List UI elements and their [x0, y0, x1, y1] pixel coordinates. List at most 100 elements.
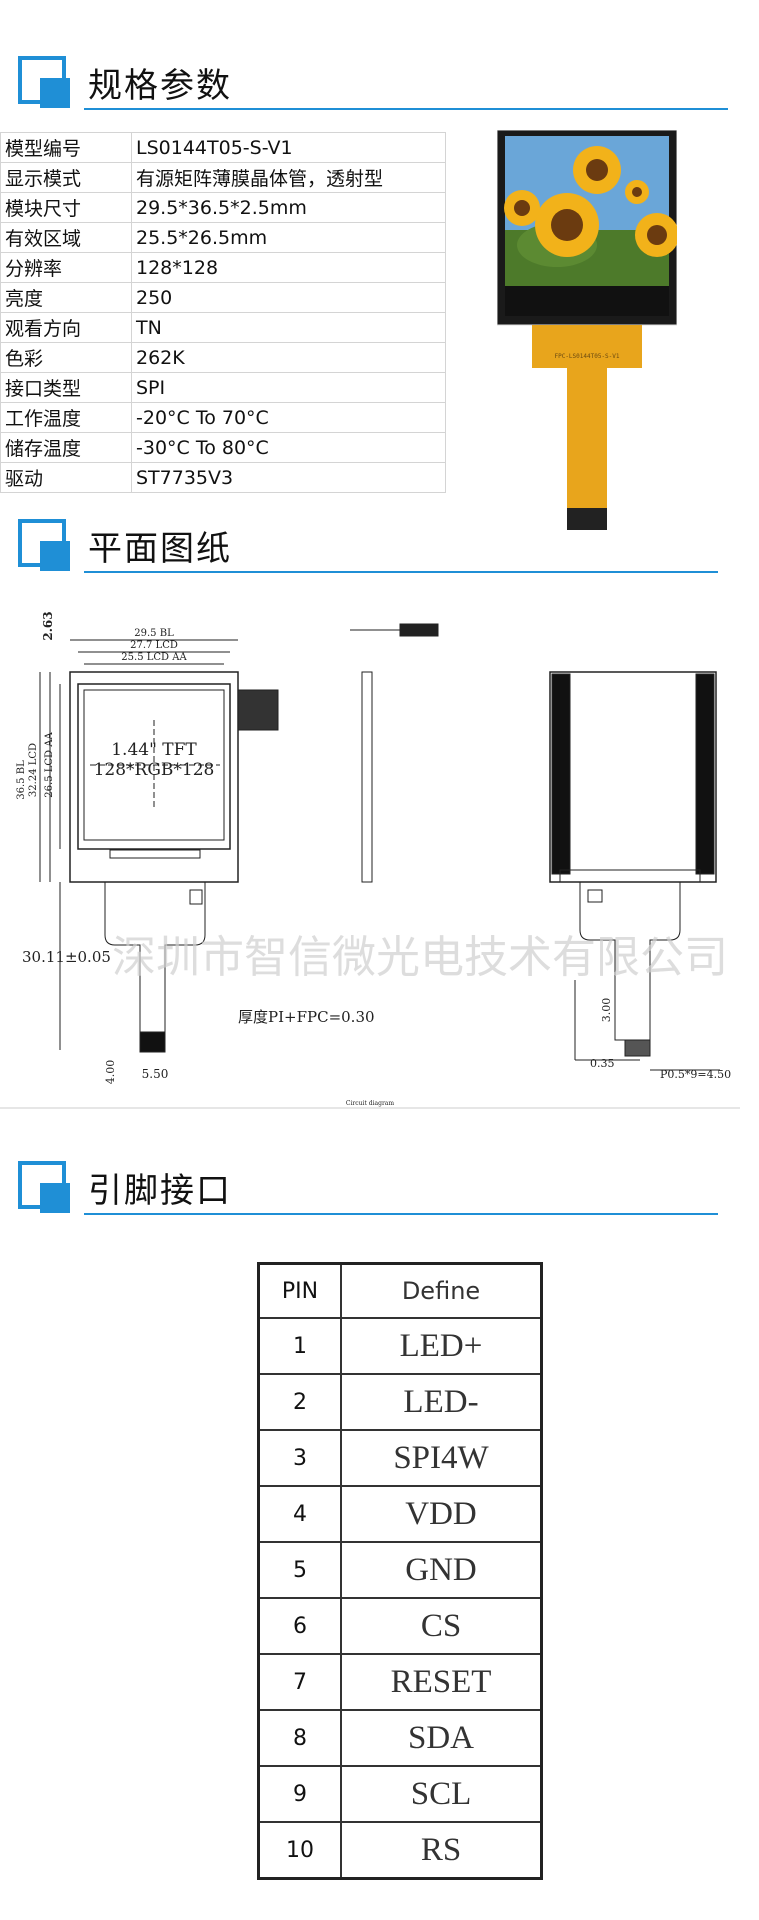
dim-bl-height: 36.5 BL: [16, 760, 27, 800]
pin-define: RESET: [340, 1653, 543, 1711]
pin-header-define: Define: [340, 1262, 543, 1319]
watermark: 深圳市智信微光电技术有限公司: [112, 932, 728, 983]
dim-thickness: 厚度PI+FPC=0.30: [238, 1008, 375, 1026]
pin-table-header: PIN Define: [257, 1262, 543, 1319]
spec-label: 色彩: [0, 342, 132, 373]
spec-row: 储存温度-30°C To 80°C: [0, 432, 446, 463]
fpc-label: FPC-LS0144T05-S-V1: [554, 353, 619, 360]
spec-value: 有源矩阵薄膜晶体管，透射型: [131, 162, 446, 193]
drawing-section-title: 平面图纸: [88, 529, 232, 569]
sunflower-top: [573, 146, 621, 194]
spec-value: ST7735V3: [131, 462, 446, 493]
spec-value: SPI: [131, 372, 446, 403]
spec-value: 250: [131, 282, 446, 313]
spec-label: 工作温度: [0, 402, 132, 433]
section-divider: [84, 1213, 718, 1215]
pin-number: 3: [257, 1429, 342, 1487]
spec-value: 128*128: [131, 252, 446, 283]
spec-value: 262K: [131, 342, 446, 373]
dim-pitch: P0.5*9=4.50: [660, 1068, 731, 1081]
spec-label: 有效区域: [0, 222, 132, 253]
dim-bl-width: 29.5 BL: [134, 628, 174, 639]
screen-resolution-label: 128*RGB*128: [94, 760, 215, 780]
section-square-icon: [18, 56, 70, 108]
pin-section-title: 引脚接口: [88, 1171, 232, 1211]
spec-value: 29.5*36.5*2.5mm: [131, 192, 446, 223]
spec-value: -30°C To 80°C: [131, 432, 446, 463]
pin-number: 7: [257, 1653, 342, 1711]
dim-aa-height: 26.5 LCD AA: [44, 732, 55, 798]
sunflower-big: [535, 193, 599, 257]
dim-tail-height: 4.00: [104, 1060, 117, 1085]
spec-row: 显示模式有源矩阵薄膜晶体管，透射型: [0, 162, 446, 193]
spec-label: 观看方向: [0, 312, 132, 343]
pin-define: SPI4W: [340, 1429, 543, 1487]
spec-label: 储存温度: [0, 432, 132, 463]
spec-value: -20°C To 70°C: [131, 402, 446, 433]
pin-define: VDD: [340, 1485, 543, 1543]
screen-size-label: 1.44" TFT: [111, 740, 197, 760]
dim-top: 2.63: [41, 611, 55, 640]
pin-number: 2: [257, 1373, 342, 1431]
section-divider: [84, 108, 728, 110]
pin-number: 4: [257, 1485, 342, 1543]
dim-lcd-width: 27.7 LCD: [130, 640, 178, 651]
pin-number: 1: [257, 1317, 342, 1375]
dim-aa-width: 25.5 LCD AA: [121, 652, 187, 663]
dim-r-3: 3.00: [600, 998, 613, 1023]
mechanical-drawing: 29.5 BL 27.7 LCD 25.5 LCD AA 2.63 36.5 B…: [0, 611, 740, 1109]
drawing-section-header: 平面图纸: [0, 513, 759, 583]
spec-label: 模块尺寸: [0, 192, 132, 223]
product-photo: FPC-LS0144T05-S-V1: [497, 130, 677, 530]
pin-section-header: 引脚接口: [0, 1155, 759, 1225]
spec-label: 驱动: [0, 462, 132, 493]
pin-define: SCL: [340, 1765, 543, 1823]
drawing-caption: Circuit diagram: [346, 1100, 394, 1107]
pin-number: 5: [257, 1541, 342, 1599]
pin-define: GND: [340, 1541, 543, 1599]
section-square-icon: [18, 1161, 70, 1213]
spec-label: 分辨率: [0, 252, 132, 283]
spec-row: 工作温度-20°C To 70°C: [0, 402, 446, 433]
pin-header-pin: PIN: [257, 1262, 342, 1319]
spec-label: 接口类型: [0, 372, 132, 403]
pin-define: RS: [340, 1821, 543, 1880]
section-divider: [84, 571, 718, 573]
spec-label: 显示模式: [0, 162, 132, 193]
spec-section-title: 规格参数: [88, 66, 232, 106]
dim-tail-width: 5.50: [142, 1067, 169, 1081]
pin-define: LED-: [340, 1373, 543, 1431]
pin-number: 8: [257, 1709, 342, 1767]
pin-define: SDA: [340, 1709, 543, 1767]
spec-section-header: 规格参数: [0, 50, 759, 120]
spec-label: 模型编号: [0, 132, 132, 163]
spec-value: LS0144T05-S-V1: [131, 132, 446, 163]
spec-value: 25.5*26.5mm: [131, 222, 446, 253]
spec-value: TN: [131, 312, 446, 343]
pin-define: CS: [340, 1597, 543, 1655]
pin-number: 10: [257, 1821, 342, 1880]
pin-define: LED+: [340, 1317, 543, 1375]
dim-r-035: 0.35: [590, 1057, 615, 1070]
spec-label: 亮度: [0, 282, 132, 313]
